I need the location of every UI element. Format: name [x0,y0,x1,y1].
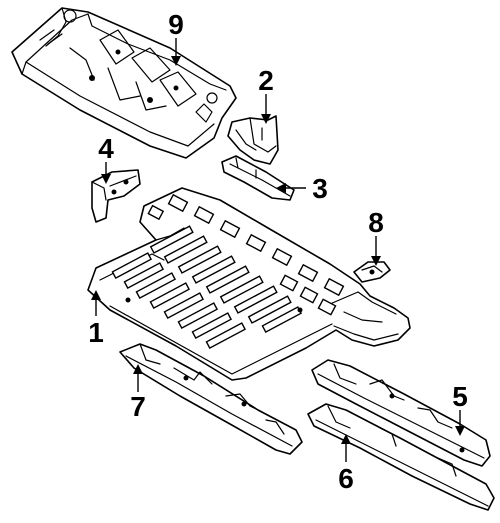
part-1-floor-pan [87,187,411,381]
callout-1: 1 [88,317,104,348]
part-9-rear-panel [11,7,237,159]
leader-lines [91,38,465,462]
callout-labels: 9 2 3 4 8 1 7 5 6 [88,9,468,494]
callout-8: 8 [368,207,384,238]
callout-7: 7 [130,391,146,422]
part-2-bracket [227,115,279,165]
callout-9: 9 [168,9,184,40]
part-3-channel [221,155,295,201]
callout-4: 4 [98,133,114,164]
part-8-clip [353,261,391,283]
callout-3: 3 [312,173,328,204]
part-7-rail [119,343,303,455]
part-5-rail [311,359,491,467]
callout-2: 2 [258,65,274,96]
callout-5: 5 [452,381,468,412]
callout-6: 6 [338,463,354,494]
part-6-rail [307,403,495,511]
part-4-bracket [91,169,141,223]
